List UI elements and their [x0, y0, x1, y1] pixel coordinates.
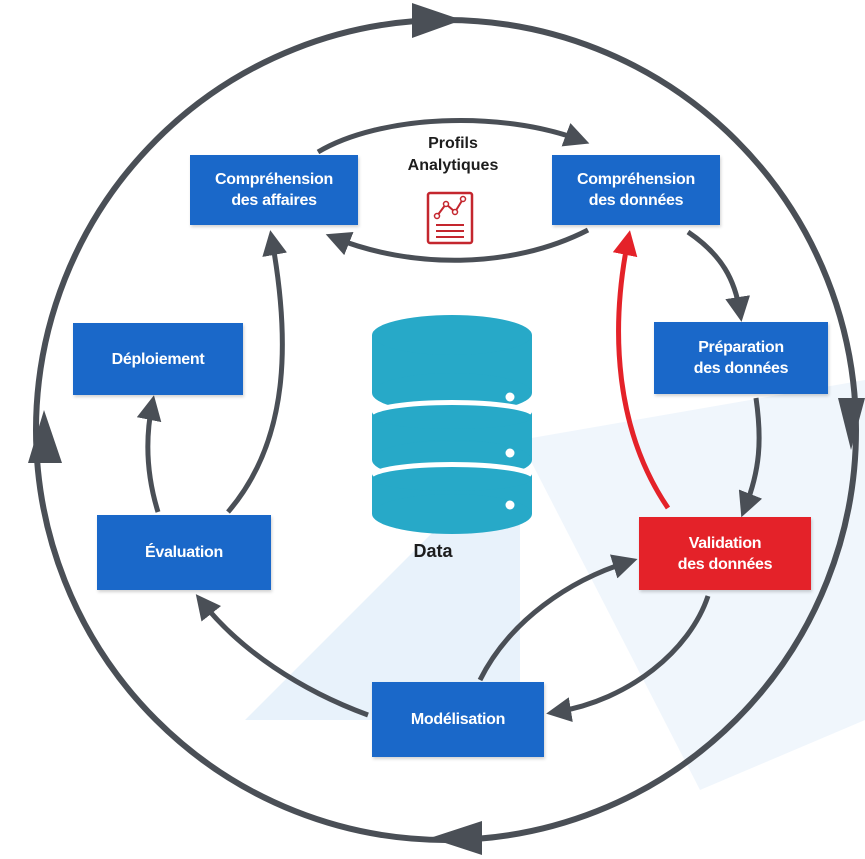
box-line: Évaluation: [145, 544, 223, 561]
arrow-preparation-to-validation: [738, 397, 763, 518]
box-line: des données: [677, 555, 773, 573]
profils-label-line2: Analytiques: [407, 157, 499, 174]
analytics-report-icon: [426, 191, 474, 245]
box-line: des affaires: [231, 192, 317, 209]
outer-arrowhead-bottom: [430, 821, 482, 855]
box-line: des données: [693, 360, 789, 377]
box-line: Modélisation: [410, 711, 506, 728]
box-line: Préparation: [698, 339, 784, 356]
arrow-donnees-to-affaires: [325, 227, 590, 263]
arrow-validation-to-donnees-red: [612, 230, 671, 510]
box-preparation-donnees: Préparation des données: [654, 322, 828, 394]
box-line: Déploiement: [111, 350, 205, 368]
database-icon: [372, 315, 532, 534]
box-comprehension-affaires: Compréhension des affaires: [190, 155, 358, 225]
box-line: Compréhension: [215, 171, 333, 188]
data-label: Data: [413, 541, 453, 561]
box-evaluation: Évaluation: [97, 515, 271, 590]
box-modelisation: Modélisation: [372, 682, 544, 757]
profils-label-line1: Profils: [428, 135, 478, 152]
arrow-donnees-to-preparation: [686, 229, 751, 322]
profils-analytiques-label: Profils Analytiques: [385, 133, 521, 177]
box-validation-donnees: Validation des données: [639, 517, 811, 590]
outer-arrowhead-left: [28, 410, 62, 463]
box-line: Validation: [688, 534, 762, 552]
arrow-evaluation-to-deploiement: [136, 395, 162, 513]
box-comprehension-donnees: Compréhension des données: [552, 155, 720, 225]
arrow-modelisation-to-evaluation: [195, 594, 369, 718]
box-line: des données: [588, 192, 684, 209]
box-deploiement: Déploiement: [73, 323, 243, 395]
arrow-modelisation-to-validation: [477, 554, 638, 682]
arrow-validation-to-modelisation: [546, 595, 711, 722]
arrow-evaluation-to-affaires: [226, 230, 287, 514]
box-line: Compréhension: [577, 171, 695, 188]
arrow-affaires-to-donnees: [316, 118, 590, 155]
outer-arrowhead-top: [412, 3, 462, 38]
outer-arrowhead-right: [838, 398, 865, 450]
